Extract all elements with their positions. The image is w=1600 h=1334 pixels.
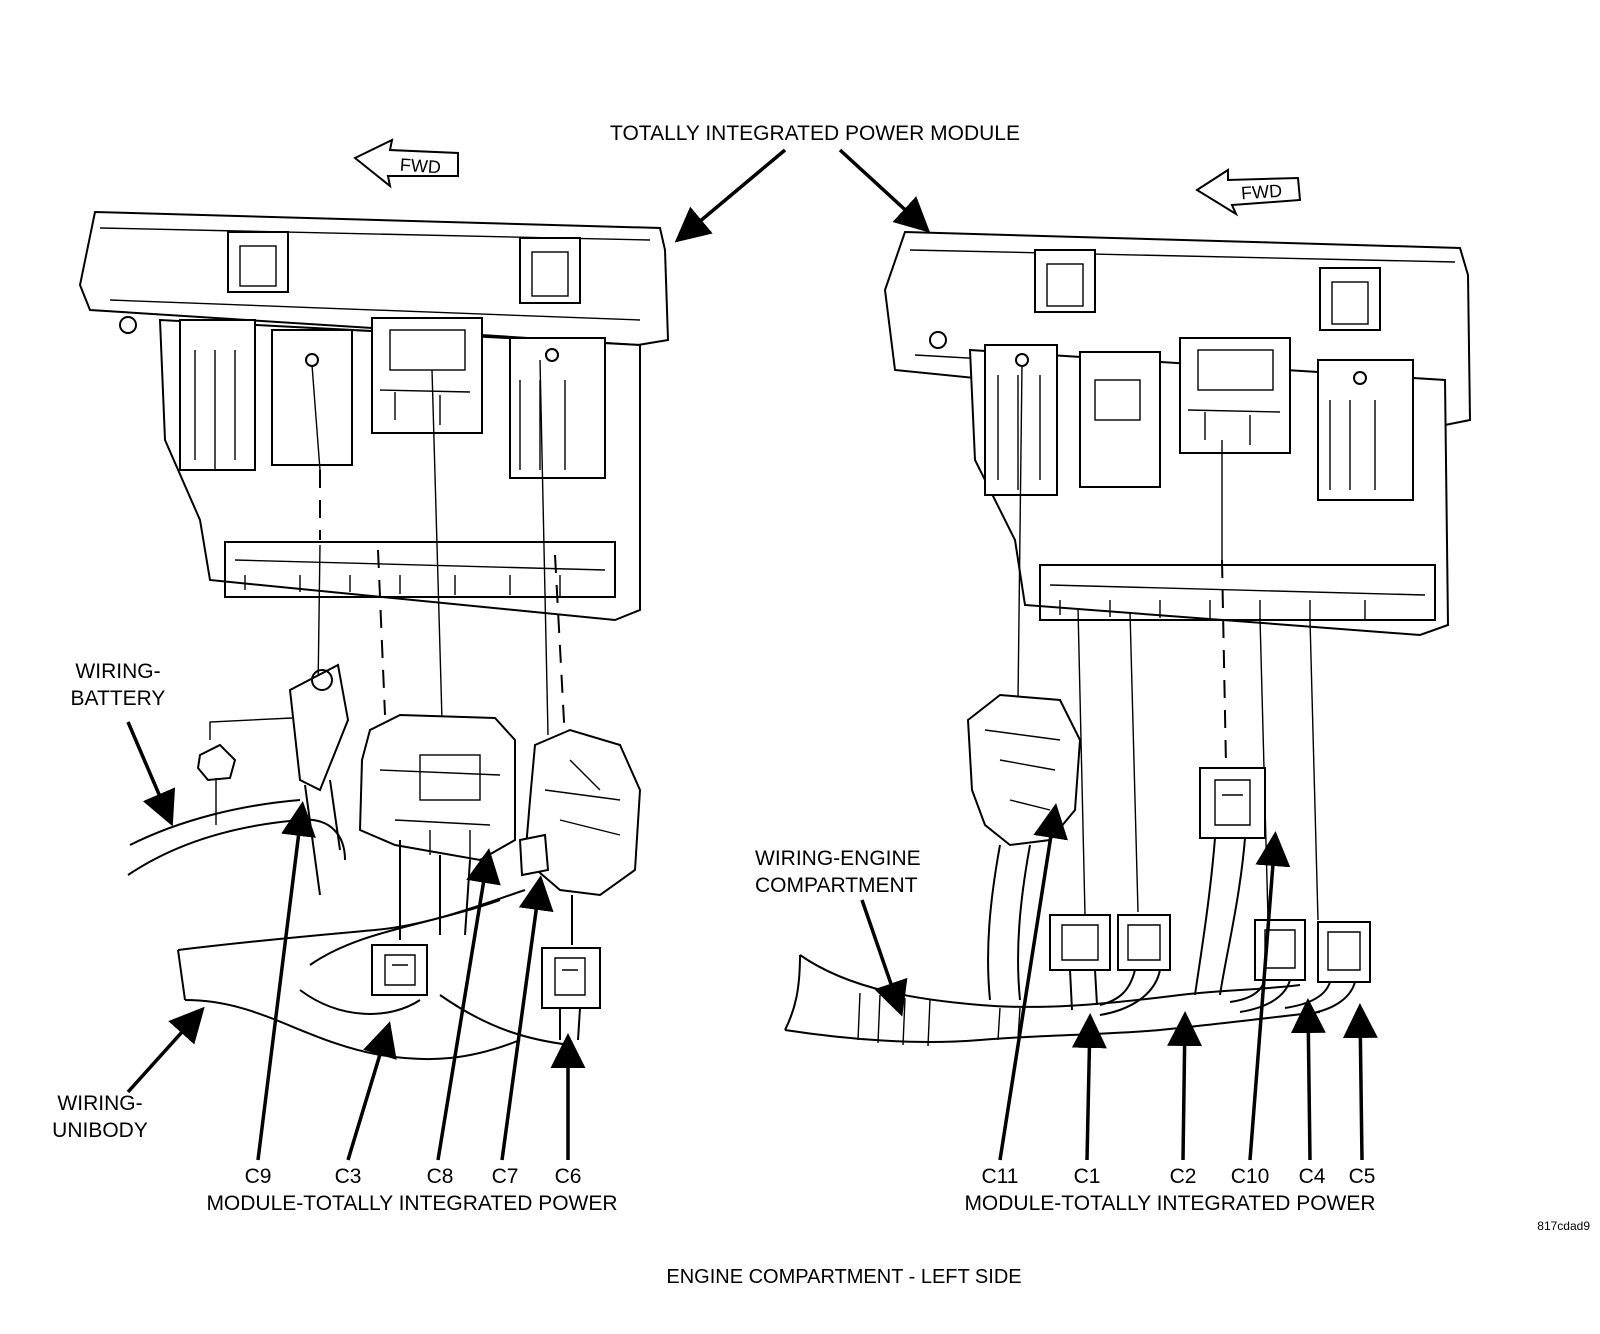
fwd-arrow-left: FWD — [353, 138, 459, 189]
c9-leader — [256, 801, 316, 1161]
connector-label-c10: C10 — [1231, 1165, 1270, 1188]
connector-label-c5: C5 — [1349, 1165, 1376, 1188]
left-connection-lines — [311, 359, 566, 741]
fwd-label-left: FWD — [399, 155, 441, 178]
connector-label-c2: C2 — [1170, 1165, 1197, 1188]
c10-leader — [1248, 831, 1291, 1161]
left-wiring-harness — [127, 663, 642, 1061]
wiring-unibody-label-line2: UNIBODY — [52, 1119, 148, 1142]
connector-label-c8: C8 — [427, 1165, 454, 1188]
c4-leader — [1290, 998, 1326, 1161]
wiring-battery-label-line1: WIRING- — [75, 660, 160, 683]
left-module-caption: MODULE-TOTALLY INTEGRATED POWER — [206, 1192, 617, 1215]
connector-label-c4: C4 — [1299, 1165, 1326, 1188]
image-code: 817cdad9 — [1537, 1219, 1590, 1233]
c5-leader — [1342, 1003, 1378, 1161]
c11-leader — [998, 803, 1068, 1161]
right-module-caption: MODULE-TOTALLY INTEGRATED POWER — [964, 1192, 1375, 1215]
left-power-module — [78, 210, 670, 622]
connector-label-c3: C3 — [335, 1165, 362, 1188]
wiring-battery-label-line2: BATTERY — [71, 687, 166, 710]
wiring-unibody-label-line1: WIRING- — [57, 1092, 142, 1115]
connector-label-c6: C6 — [555, 1165, 582, 1188]
c3-leader — [346, 1021, 397, 1161]
fwd-arrow-right: FWD — [1195, 168, 1302, 217]
connector-label-c9: C9 — [245, 1165, 272, 1188]
c1-leader — [1071, 1013, 1107, 1161]
wiring-engine-label-line1: WIRING-ENGINE — [755, 847, 921, 870]
connector-label-c7: C7 — [492, 1165, 519, 1188]
connector-label-c11: C11 — [982, 1165, 1019, 1188]
top-module-label: TOTALLY INTEGRATED POWER MODULE — [610, 122, 1020, 145]
top-label-leader-left — [674, 148, 787, 243]
top-label-leader-right — [838, 148, 931, 233]
fwd-label-right: FWD — [1240, 181, 1282, 204]
right-connection-lines — [1017, 364, 1319, 921]
c8-leader — [436, 848, 501, 1161]
right-wiring-harness — [784, 693, 1371, 1047]
c7-leader — [500, 875, 554, 1161]
wiring-engine-leader — [860, 899, 908, 1017]
connector-label-c1: C1 — [1074, 1165, 1101, 1188]
wiring-battery-leader — [126, 721, 176, 827]
right-power-module — [883, 230, 1472, 637]
wiring-unibody-leader — [126, 1006, 205, 1094]
wiring-engine-label-line2: COMPARTMENT — [755, 874, 918, 897]
diagram-title: ENGINE COMPARTMENT - LEFT SIDE — [666, 1266, 1021, 1288]
c2-leader — [1167, 1011, 1203, 1161]
